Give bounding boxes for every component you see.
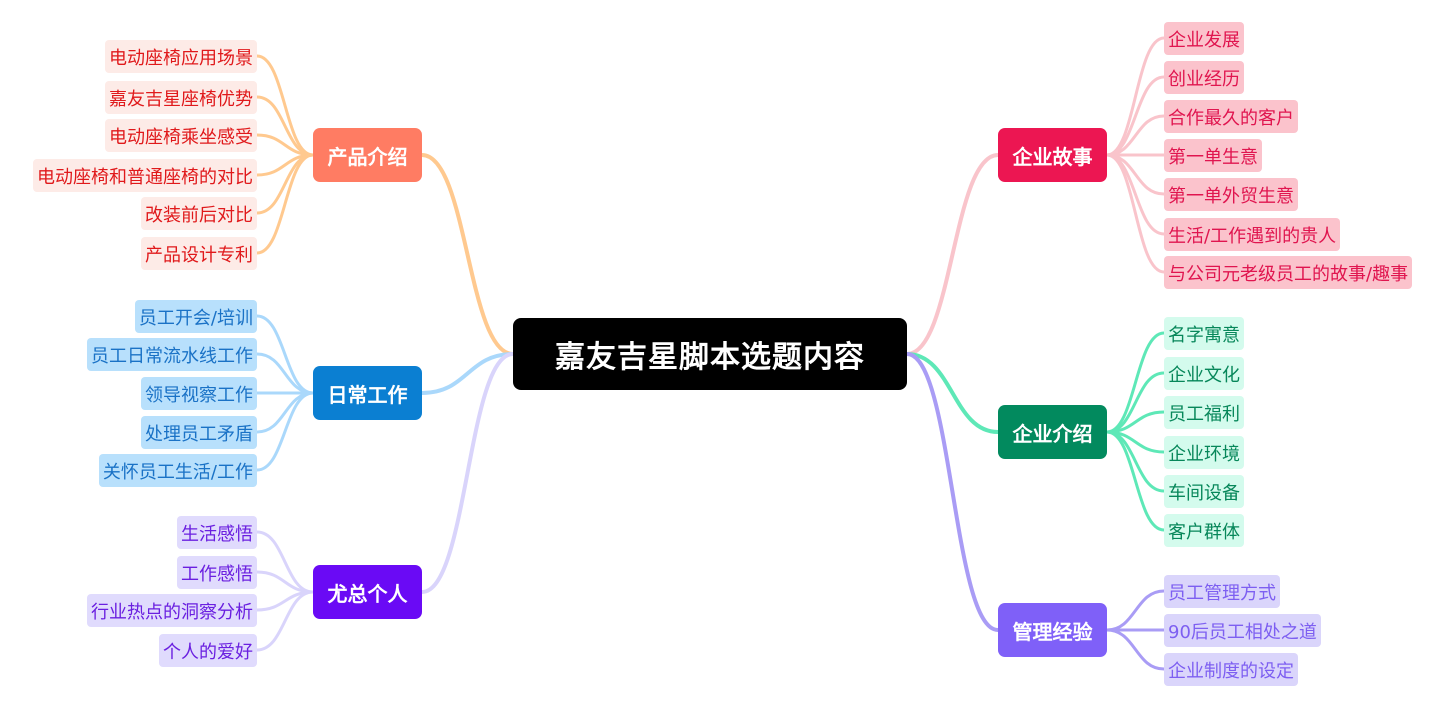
- subtopic-story[interactable]: 生活/工作遇到的贵人: [1164, 218, 1341, 251]
- branch-connector: [905, 352, 1000, 632]
- leaf-connector: [1105, 75, 1166, 157]
- branch-connector: [905, 352, 1000, 434]
- subtopic-intro[interactable]: 员工福利: [1164, 396, 1244, 429]
- subtopic-daily[interactable]: 员工开会/培训: [134, 300, 257, 333]
- subtopic-personal[interactable]: 生活感悟: [177, 516, 257, 549]
- branch-topic-management[interactable]: 管理经验: [998, 603, 1107, 657]
- leaf-connector: [1105, 628, 1166, 671]
- subtopic-product[interactable]: 嘉友吉星座椅优势: [105, 81, 257, 114]
- leaf-connector: [255, 391, 315, 472]
- subtopic-daily[interactable]: 处理员工矛盾: [141, 416, 257, 449]
- subtopic-product[interactable]: 改装前后对比: [141, 197, 257, 230]
- subtopic-intro[interactable]: 车间设备: [1164, 475, 1244, 508]
- subtopic-personal[interactable]: 个人的爱好: [159, 634, 257, 667]
- subtopic-story[interactable]: 创业经历: [1164, 61, 1244, 94]
- leaf-connector: [1105, 589, 1166, 632]
- subtopic-daily[interactable]: 关怀员工生活/工作: [98, 454, 257, 487]
- leaf-connector: [1105, 153, 1166, 274]
- subtopic-personal[interactable]: 工作感悟: [177, 556, 257, 589]
- leaf-connector: [255, 352, 315, 395]
- subtopic-daily[interactable]: 领导视察工作: [141, 377, 257, 410]
- subtopic-product[interactable]: 电动座椅乘坐感受: [105, 119, 257, 152]
- branch-topic-intro[interactable]: 企业介绍: [998, 405, 1107, 459]
- subtopic-story[interactable]: 第一单外贸生意: [1164, 178, 1298, 211]
- subtopic-management[interactable]: 员工管理方式: [1164, 575, 1280, 608]
- leaf-connector: [1105, 331, 1166, 434]
- subtopic-intro[interactable]: 客户群体: [1164, 514, 1244, 547]
- leaf-connector: [1105, 430, 1166, 532]
- branch-topic-product[interactable]: 产品介绍: [313, 128, 422, 182]
- subtopic-product[interactable]: 产品设计专利: [141, 237, 257, 270]
- root-topic[interactable]: 嘉友吉星脚本选题内容: [513, 318, 907, 390]
- subtopic-management[interactable]: 企业制度的设定: [1164, 653, 1298, 686]
- leaf-connector: [255, 54, 315, 157]
- subtopic-product[interactable]: 电动座椅和普通座椅的对比: [33, 159, 257, 192]
- branch-topic-personal[interactable]: 尤总个人: [313, 565, 422, 619]
- subtopic-personal[interactable]: 行业热点的洞察分析: [87, 594, 257, 627]
- branch-connector: [420, 153, 515, 356]
- leaf-connector: [255, 590, 315, 652]
- branch-topic-story[interactable]: 企业故事: [998, 128, 1107, 182]
- leaf-connector: [255, 153, 315, 255]
- subtopic-story[interactable]: 企业发展: [1164, 22, 1244, 55]
- subtopic-intro[interactable]: 企业文化: [1164, 357, 1244, 390]
- leaf-connector: [1105, 153, 1166, 236]
- subtopic-story[interactable]: 第一单生意: [1164, 139, 1262, 172]
- branch-connector: [905, 153, 1000, 356]
- subtopic-intro[interactable]: 企业环境: [1164, 436, 1244, 469]
- subtopic-management[interactable]: 90后员工相处之道: [1164, 614, 1321, 647]
- subtopic-story[interactable]: 合作最久的客户: [1164, 100, 1298, 133]
- branch-connector: [420, 352, 515, 594]
- subtopic-daily[interactable]: 员工日常流水线工作: [87, 338, 257, 371]
- subtopic-intro[interactable]: 名字寓意: [1164, 317, 1244, 350]
- subtopic-story[interactable]: 与公司元老级员工的故事/趣事: [1164, 256, 1413, 289]
- leaf-connector: [255, 391, 315, 434]
- branch-topic-daily[interactable]: 日常工作: [313, 366, 422, 420]
- subtopic-product[interactable]: 电动座椅应用场景: [105, 40, 257, 73]
- branch-connector: [420, 352, 515, 395]
